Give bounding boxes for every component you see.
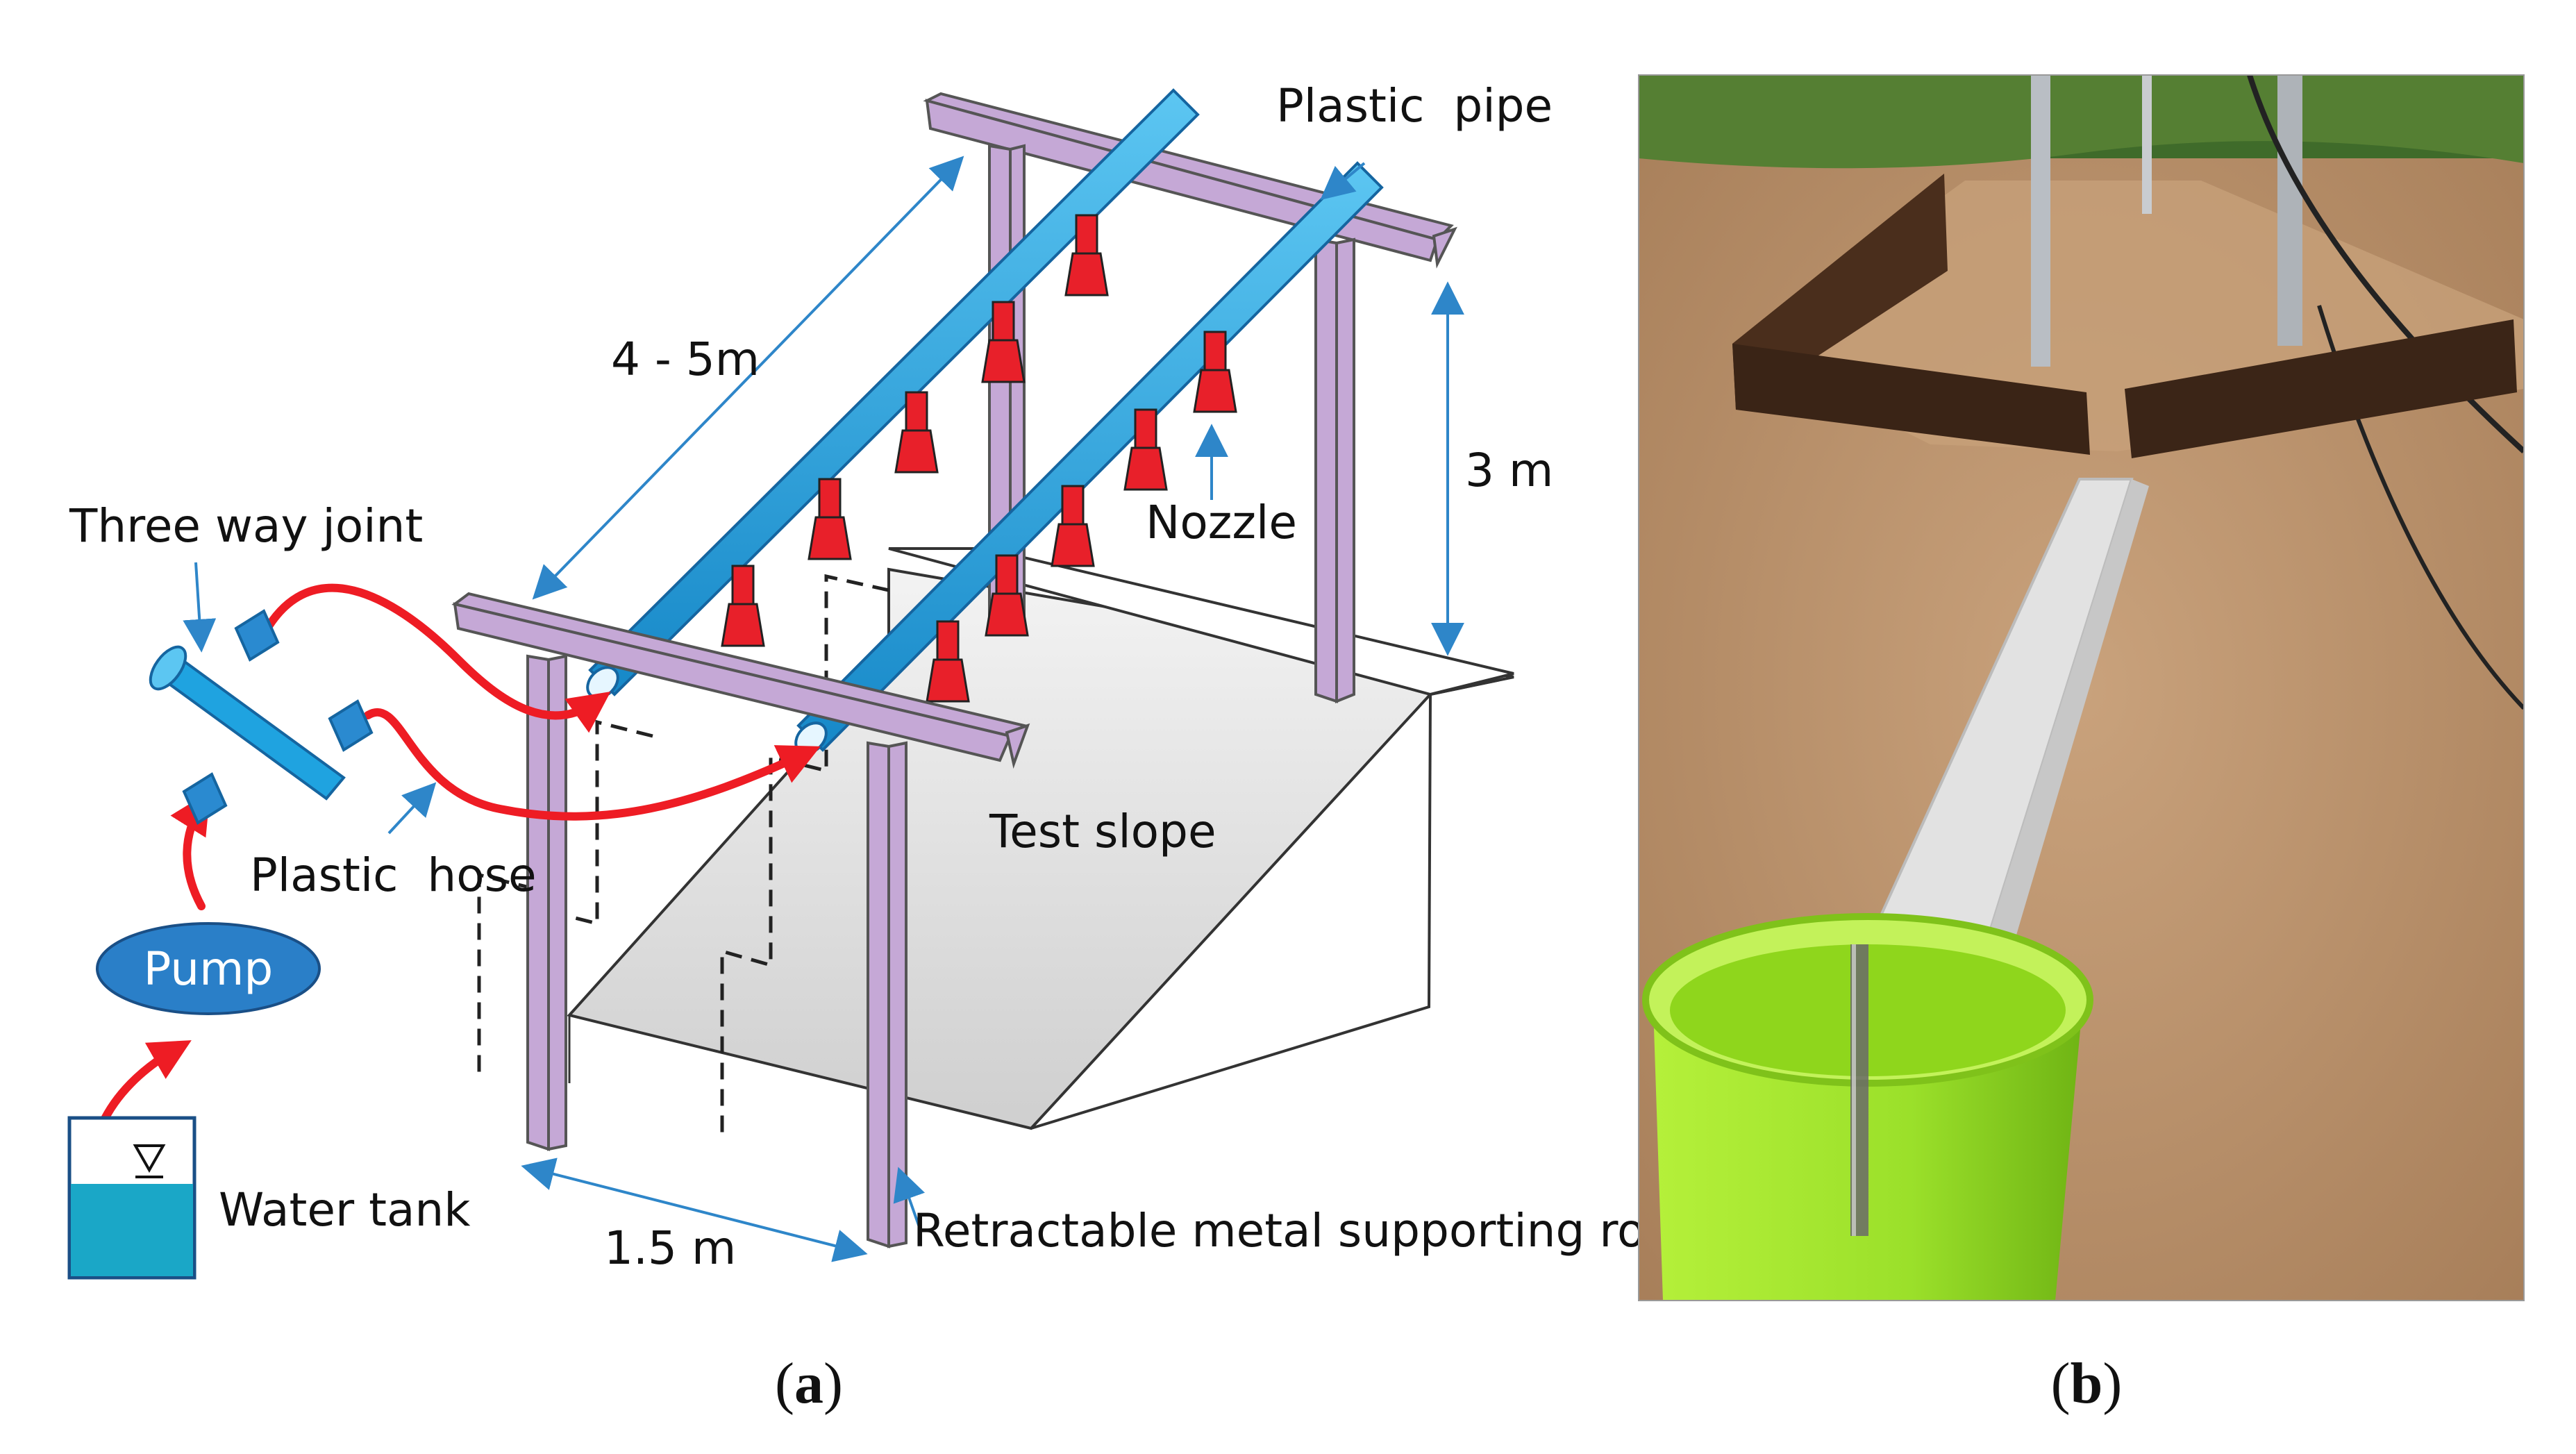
nozzle-6 [1193,331,1237,413]
three-way-joint-leader [183,562,217,653]
panel-a: Pump Plastic pipe 4 - 5m 3 m Nozzle Thre… [67,79,1674,1416]
three-way-joint [149,609,374,825]
plastic-pipe-label: Plastic pipe [1276,79,1553,133]
panel-b-caption: (b) [2051,1351,2123,1416]
nozzle-9 [985,554,1029,637]
water-tank [67,1116,196,1280]
plastic-hose-label: Plastic hose [250,849,537,902]
nozzle-7 [1123,408,1168,491]
three-way-joint-label: Three way joint [69,499,423,553]
nozzle-2 [981,301,1026,383]
width-label: 1.5 m [604,1221,736,1275]
span-length-label: 4 - 5m [611,333,760,386]
height-label: 3 m [1465,444,1553,497]
nozzle-10 [926,620,970,703]
plastic-pipe-leader [1320,162,1366,201]
water-tank-label: Water tank [219,1183,471,1237]
pump: Pump [96,922,321,1015]
dimension-lines [183,156,1464,1262]
water-level-icon [133,1144,166,1173]
plastic-hose-leader [387,782,437,835]
support-rod-label: Retractable metal supporting rod [913,1204,1674,1257]
test-slope-label: Test slope [989,805,1216,858]
nozzle-8 [1051,485,1095,567]
nozzle-label: Nozzle [1146,496,1297,549]
panel-a-caption: (a) [775,1351,843,1416]
front-frame [451,592,1030,1248]
pump-label: Pump [144,942,274,996]
panel-b: (b) [1638,74,2525,1416]
support-rod-leader [893,1167,926,1230]
dimension-width-line [521,1158,868,1262]
dimension-span-line [532,156,964,600]
nozzle-1 [1064,214,1109,296]
field-photo [1638,74,2525,1301]
